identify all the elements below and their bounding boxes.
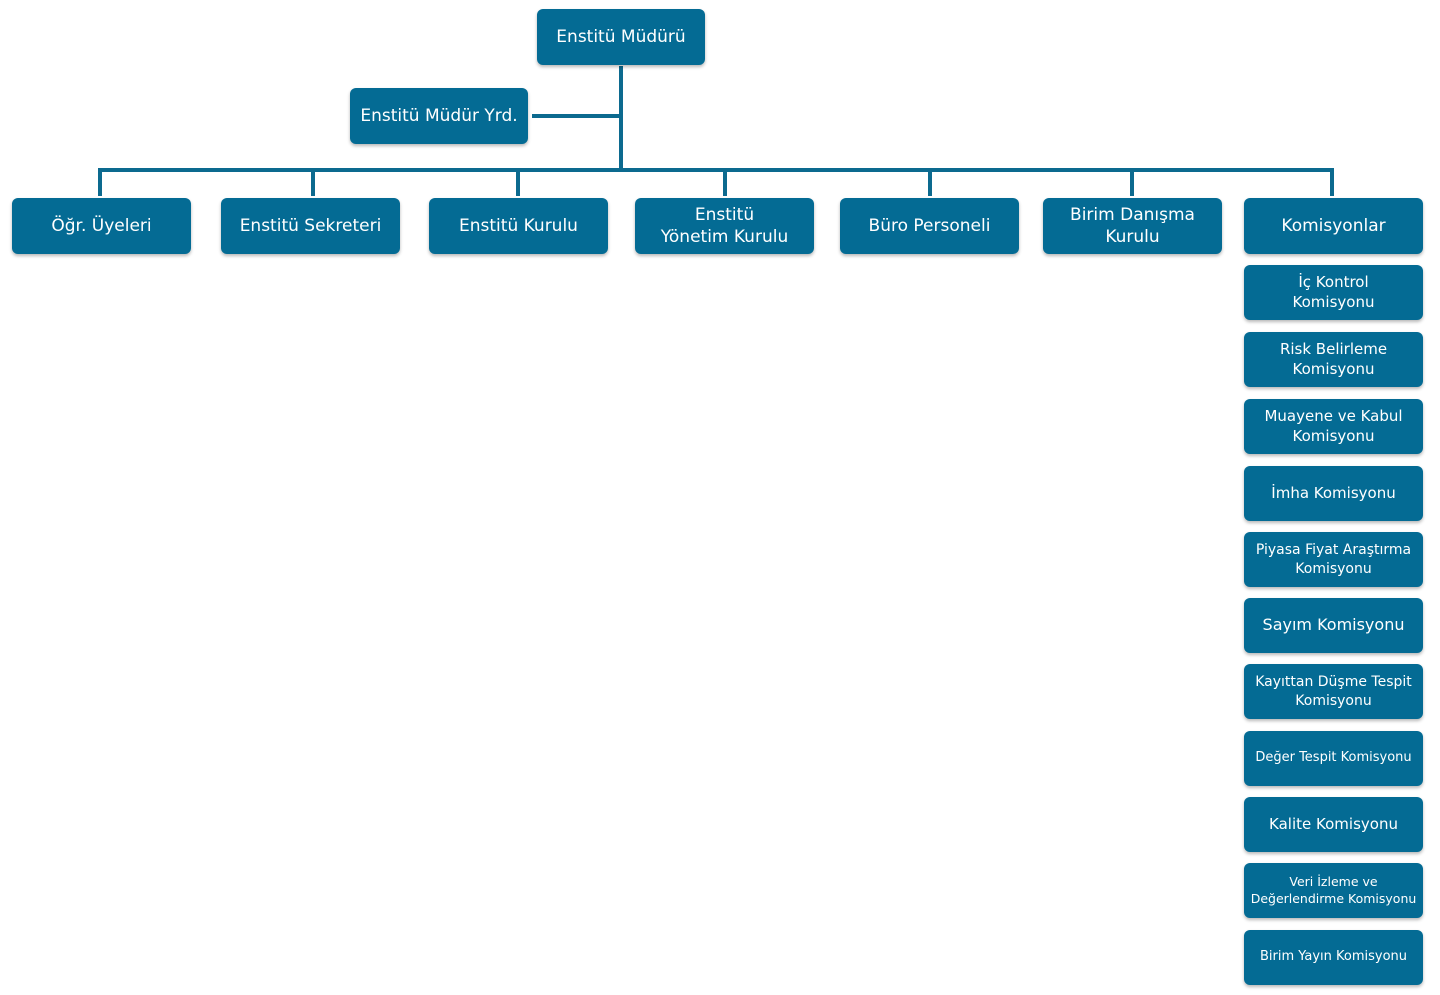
node-enstitu-kurulu: Enstitü Kurulu — [429, 198, 608, 254]
node-birim-yayin-komisyonu: Birim Yayın Komisyonu — [1244, 930, 1423, 985]
node-enstitu-sekreteri: Enstitü Sekreteri — [221, 198, 400, 254]
node-label: Büro Personeli — [868, 215, 991, 236]
node-label: Enstitü Müdürü — [556, 26, 686, 47]
node-label: Sayım Komisyonu — [1262, 615, 1405, 635]
node-label: Enstitü Sekreteri — [239, 215, 382, 236]
node-piyasa-fiyat-arastirma-komisyonu: Piyasa Fiyat Araştırma Komisyonu — [1244, 532, 1423, 587]
node-muayene-ve-kabul-komisyonu: Muayene ve Kabul Komisyonu — [1244, 399, 1423, 454]
connector-unit-3 — [516, 168, 520, 196]
node-deger-tespit-komisyonu: Değer Tespit Komisyonu — [1244, 731, 1423, 786]
node-label: Veri İzleme ve Değerlendirme Komisyonu — [1250, 874, 1417, 906]
connector-unit-4 — [723, 168, 727, 196]
node-label: Kalite Komisyonu — [1269, 814, 1398, 833]
node-sayim-komisyonu: Sayım Komisyonu — [1244, 598, 1423, 653]
node-label: Enstitü Müdür Yrd. — [360, 105, 518, 126]
node-label: Piyasa Fiyat Araştırma Komisyonu — [1255, 542, 1412, 577]
node-label: İç Kontrol Komisyonu — [1292, 273, 1375, 311]
connector-horizontal-bus — [98, 168, 1334, 172]
connector-unit-7 — [1330, 168, 1334, 196]
node-label: Birim Yayın Komisyonu — [1259, 949, 1408, 965]
node-label: Değer Tespit Komisyonu — [1255, 750, 1412, 766]
node-ic-kontrol-komisyonu: İç Kontrol Komisyonu — [1244, 265, 1423, 320]
connector-top-vertical — [619, 66, 623, 172]
node-label: Enstitü Yönetim Kurulu — [660, 204, 789, 247]
connector-unit-1 — [98, 168, 102, 196]
node-ogr-uyeleri: Öğr. Üyeleri — [12, 198, 191, 254]
connector-unit-6 — [1130, 168, 1134, 196]
node-label: Komisyonlar — [1281, 215, 1386, 236]
node-label: Birim Danışma Kurulu — [1070, 204, 1195, 247]
node-kayittan-dusme-tespit-komisyonu: Kayıttan Düşme Tespit Komisyonu — [1244, 664, 1423, 719]
node-enstitu-muduru: Enstitü Müdürü — [537, 9, 705, 65]
node-imha-komisyonu: İmha Komisyonu — [1244, 466, 1423, 521]
node-veri-izleme-ve-degerlendirme-komisyonu: Veri İzleme ve Değerlendirme Komisyonu — [1244, 863, 1423, 918]
node-kalite-komisyonu: Kalite Komisyonu — [1244, 797, 1423, 852]
node-enstitu-yonetim-kurulu: Enstitü Yönetim Kurulu — [635, 198, 814, 254]
connector-deputy — [532, 114, 621, 118]
node-label: Risk Belirleme Komisyonu — [1279, 340, 1388, 378]
node-label: Enstitü Kurulu — [459, 215, 578, 236]
node-komisyonlar: Komisyonlar — [1244, 198, 1423, 254]
connector-unit-5 — [928, 168, 932, 196]
connector-unit-2 — [311, 168, 315, 196]
node-label: Öğr. Üyeleri — [51, 215, 152, 236]
node-label: Kayıttan Düşme Tespit Komisyonu — [1255, 674, 1412, 709]
node-label: İmha Komisyonu — [1271, 483, 1396, 502]
node-risk-belirleme-komisyonu: Risk Belirleme Komisyonu — [1244, 332, 1423, 387]
node-enstitu-mudur-yrd: Enstitü Müdür Yrd. — [350, 88, 528, 144]
node-buro-personeli: Büro Personeli — [840, 198, 1019, 254]
node-birim-danisma-kurulu: Birim Danışma Kurulu — [1043, 198, 1222, 254]
node-label: Muayene ve Kabul Komisyonu — [1264, 407, 1403, 445]
